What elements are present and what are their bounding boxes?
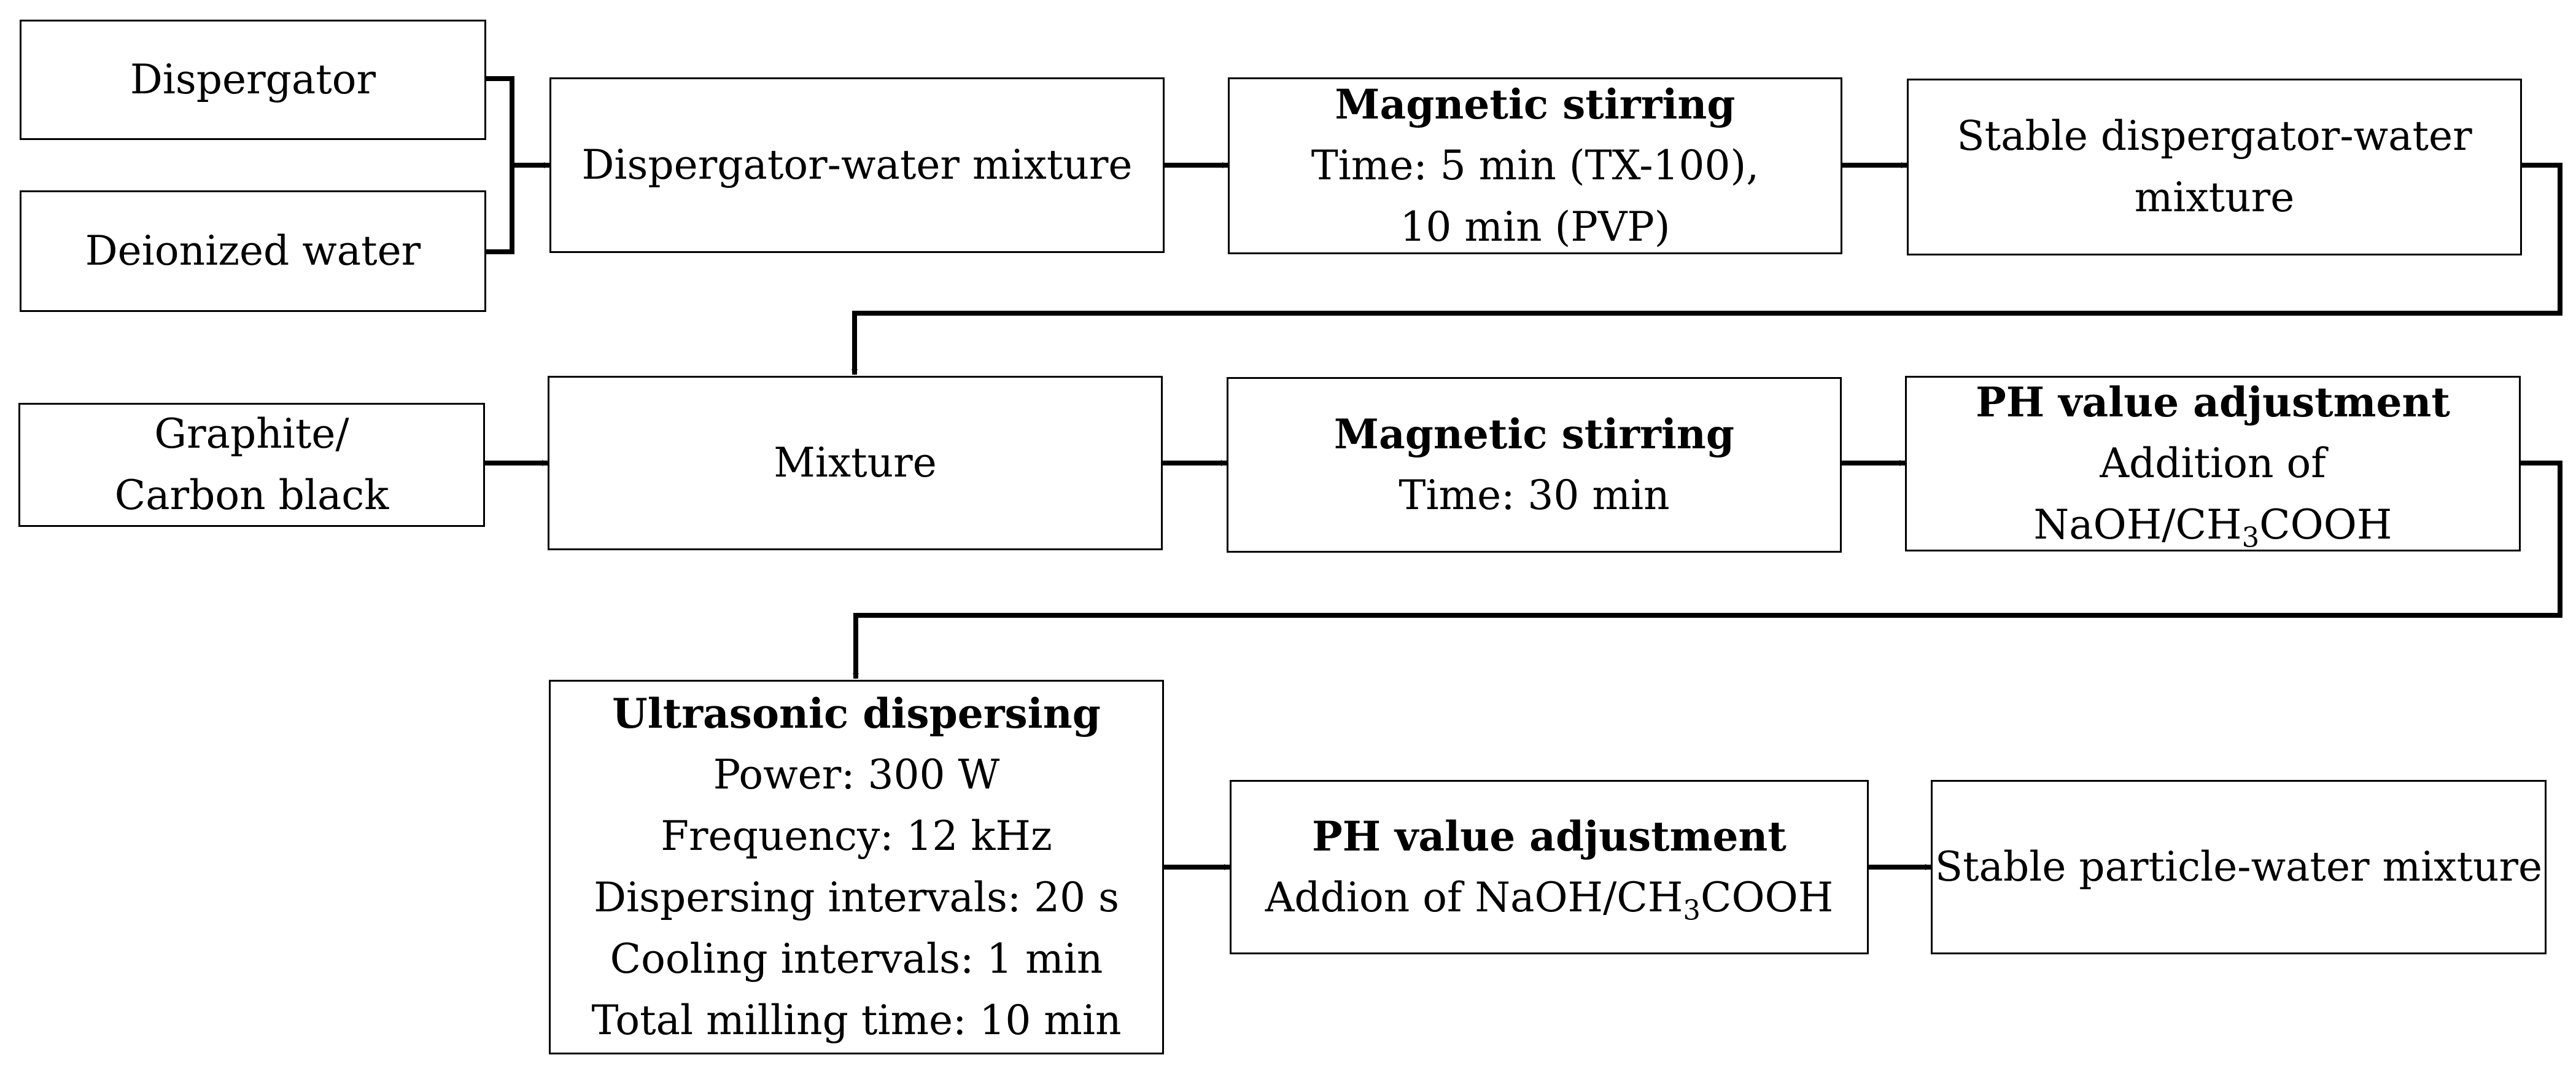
ph-adjustment-2-title: PH value adjustment: [1312, 812, 1787, 860]
stable-dispergator-water-line1: Stable dispergator-water: [1957, 112, 2472, 160]
magnetic-stirring-2-title: Magnetic stirring: [1333, 410, 1735, 458]
ultrasonic-dispersing-intervals: Dispersing intervals: 20 s: [594, 874, 1119, 921]
ph-adjustment-2-chem-post: COOH: [1700, 874, 1834, 921]
stable-dispergator-water-box: Stable dispergator-water mixture: [1907, 79, 2522, 255]
ph-adjustment-2-chemicals: Addion of NaOH/CH3COOH: [1265, 867, 1834, 929]
connector-row2-to-row3: [853, 461, 2562, 679]
stable-particle-water-mixture-box: Stable particle-water mixture: [1931, 780, 2547, 954]
stable-particle-water-mixture-label: Stable particle-water mixture: [1934, 843, 2543, 890]
stable-dispergator-water-line2: mixture: [2134, 174, 2295, 221]
ph-adjustment-1-chem-pre: NaOH/CH: [2033, 501, 2242, 548]
dispergator-water-mixture-label: Dispergator-water mixture: [581, 141, 1133, 189]
ultrasonic-dispersing-box: Ultrasonic dispersing Power: 300 W Frequ…: [549, 680, 1164, 1054]
carbon-black-label: Carbon black: [114, 472, 389, 519]
ph-adjustment-2-chem-pre: Addion of NaOH/CH: [1265, 874, 1683, 921]
mixture-box: Mixture: [548, 376, 1163, 550]
ultrasonic-power: Power: 300 W: [713, 751, 1000, 798]
magnetic-stirring-1-title: Magnetic stirring: [1335, 80, 1736, 128]
magnetic-stirring-2-box: Magnetic stirring Time: 30 min: [1227, 377, 1842, 553]
graphite-label: Graphite/: [154, 410, 349, 458]
ph-adjustment-1-chem-sub: 3: [2241, 521, 2260, 554]
connector-dispergator: [486, 76, 514, 254]
magnetic-stirring-2-time: Time: 30 min: [1399, 472, 1670, 519]
ph-adjustment-1-title: PH value adjustment: [1976, 378, 2450, 426]
ultrasonic-dispersing-title: Ultrasonic dispersing: [612, 690, 1101, 738]
deionized-water-label: Deionized water: [85, 227, 421, 275]
connector-row1-to-row2: [852, 163, 2562, 375]
ultrasonic-cooling-intervals: Cooling intervals: 1 min: [610, 935, 1103, 983]
magnetic-stirring-1-box: Magnetic stirring Time: 5 min (TX-100), …: [1228, 77, 1842, 254]
dispergator-label: Dispergator: [130, 56, 376, 103]
ph-adjustment-1-addition: Addition of: [2100, 440, 2326, 487]
deionized-water-box: Deionized water: [20, 190, 486, 312]
graphite-carbon-black-box: Graphite/ Carbon black: [18, 403, 485, 527]
mixture-label: Mixture: [774, 439, 937, 486]
ultrasonic-total-milling-time: Total milling time: 10 min: [591, 997, 1122, 1044]
magnetic-stirring-1-time: Time: 5 min (TX-100),: [1311, 142, 1759, 189]
magnetic-stirring-1-time-pvp: 10 min (PVP): [1400, 203, 1670, 251]
dispergator-box: Dispergator: [20, 20, 486, 140]
dispergator-water-mixture-box: Dispergator-water mixture: [549, 77, 1165, 253]
ultrasonic-frequency: Frequency: 12 kHz: [661, 812, 1052, 860]
ph-adjustment-1-chem-post: COOH: [2259, 501, 2392, 548]
ph-adjustment-2-box: PH value adjustment Addion of NaOH/CH3CO…: [1230, 780, 1869, 954]
ph-adjustment-2-chem-sub: 3: [1683, 894, 1701, 927]
ph-adjustment-1-chemicals: NaOH/CH3COOH: [2034, 494, 2392, 556]
ph-adjustment-1-box: PH value adjustment Addition of NaOH/CH3…: [1905, 376, 2521, 551]
